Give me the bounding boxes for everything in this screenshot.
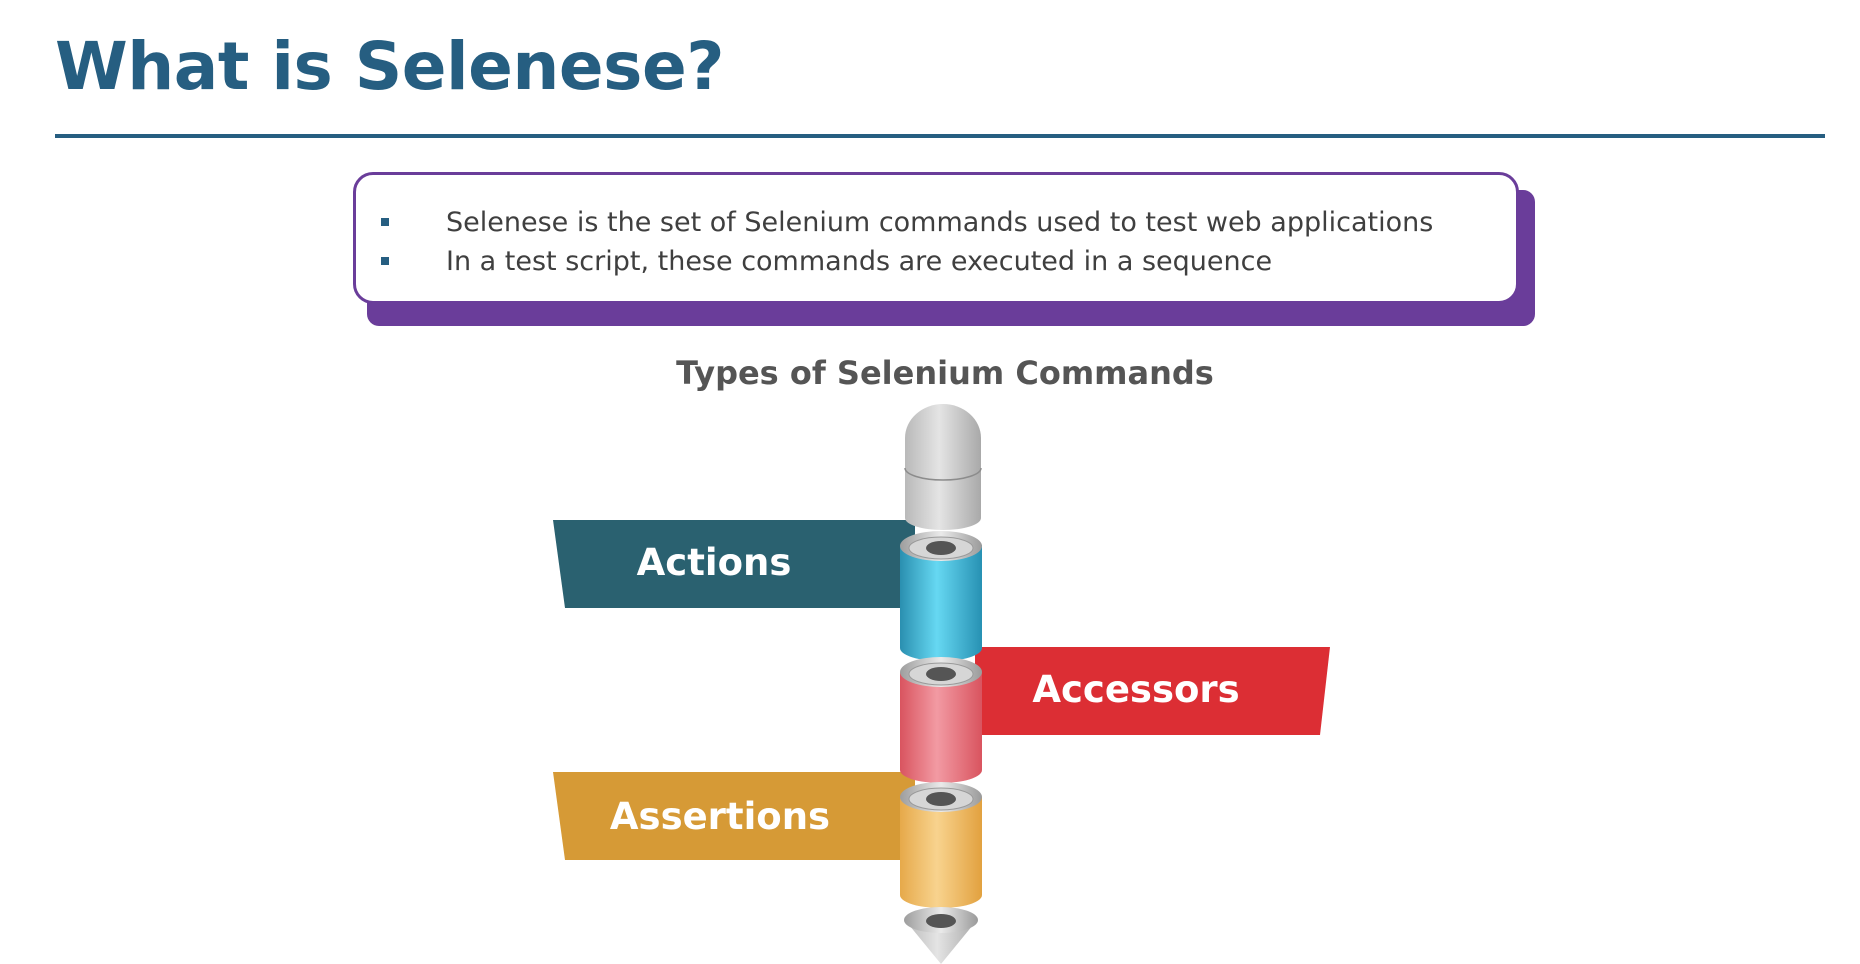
accessors-label: Accessors [1032, 668, 1239, 711]
title-divider [55, 134, 1825, 138]
accessors-cylinder-icon [900, 657, 982, 783]
bullet-item: In a test script, these commands are exe… [378, 242, 1476, 281]
bullet-text: Selenese is the set of Selenium commands… [446, 207, 1434, 238]
assertions-cylinder-icon [900, 782, 982, 908]
accessors-banner: Accessors [975, 647, 1330, 735]
bullet-text: In a test script, these commands are exe… [446, 246, 1273, 277]
intro-callout-box: Selenese is the set of Selenium commands… [353, 172, 1519, 304]
actions-banner: Actions [553, 520, 915, 608]
accessors-banner-shape [975, 647, 1330, 735]
diagram-title: Types of Selenium Commands [676, 354, 1214, 392]
bullet-list: Selenese is the set of Selenium commands… [378, 203, 1476, 281]
actions-banner-shape [553, 520, 915, 608]
slide-title: What is Selenese? [55, 28, 725, 105]
square-bullet-icon [381, 257, 389, 265]
assertions-banner: Assertions [553, 772, 915, 860]
square-bullet-icon [381, 218, 389, 226]
bullet-item: Selenese is the set of Selenium commands… [378, 203, 1476, 242]
assertions-label: Assertions [610, 795, 830, 838]
actions-label: Actions [637, 541, 792, 584]
pen-top-cap-icon [904, 404, 982, 530]
pen-tip-icon [904, 907, 978, 964]
actions-cylinder-icon [900, 531, 982, 661]
assertions-banner-shape [553, 772, 915, 860]
